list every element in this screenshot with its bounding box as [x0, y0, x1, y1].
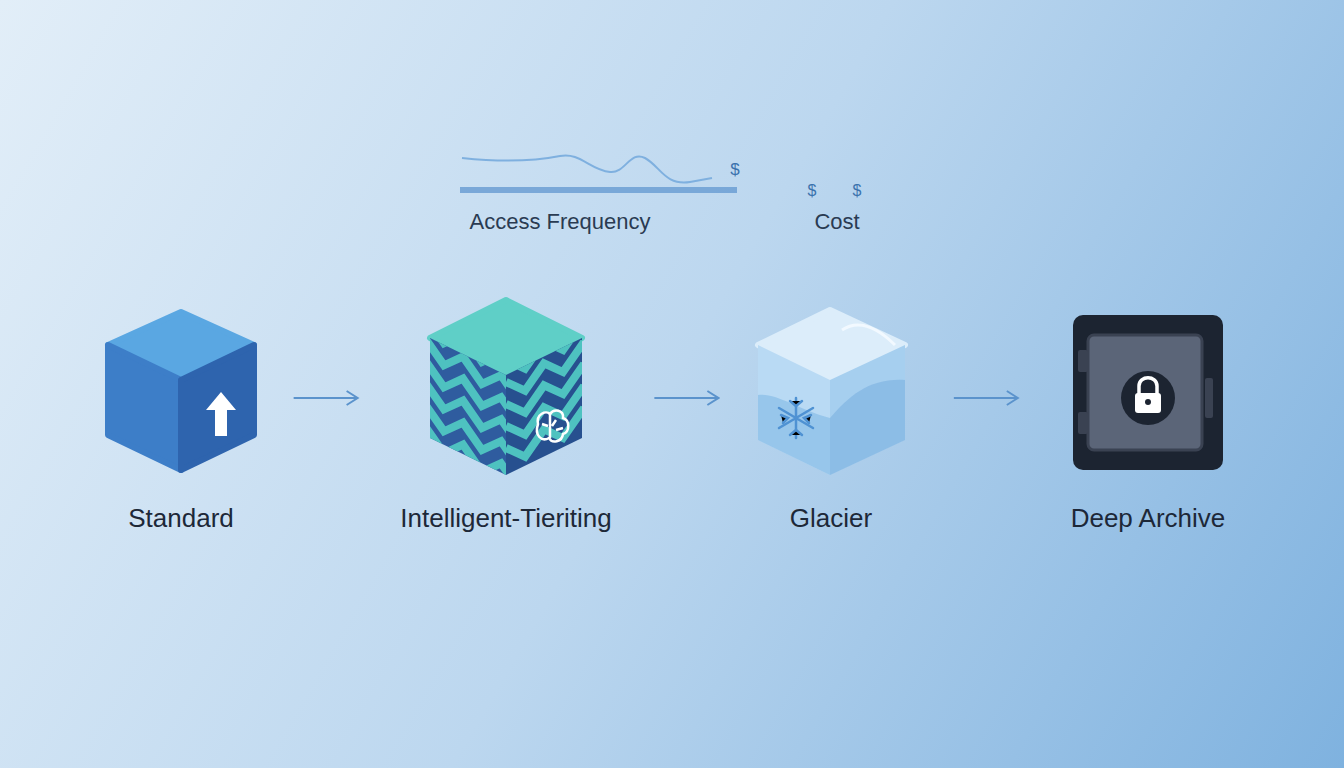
flow-arrow	[654, 397, 718, 399]
axis-label: Access Frequency	[470, 209, 651, 235]
axis-label: Cost	[814, 209, 859, 235]
stripe	[506, 279, 601, 325]
stripe	[506, 345, 601, 391]
dollar-sign: $	[853, 181, 862, 200]
stripe	[425, 404, 520, 469]
flow-arrow	[954, 397, 1018, 399]
standard-cube	[108, 312, 254, 470]
brain-symbol	[537, 411, 568, 442]
stripe	[425, 426, 520, 491]
access-chart	[460, 155, 737, 193]
dollar-sign: $	[808, 181, 817, 200]
snowflake-symbol	[779, 398, 813, 438]
intelligent-cube	[425, 279, 601, 513]
stripe	[506, 411, 601, 457]
intelligent-tier: Intelligent-Tieriting	[395, 300, 616, 534]
archive-tier: Deep Archive	[1066, 315, 1231, 534]
glacier-tier: Glacier	[756, 310, 906, 534]
stripe	[506, 367, 601, 413]
standard-tier: Standard	[106, 312, 256, 534]
tier-label: Glacier	[790, 503, 872, 534]
stripe	[506, 301, 601, 347]
glacier-cube	[758, 310, 905, 475]
tier-label: Deep Archive	[1071, 503, 1226, 534]
flow-arrow	[294, 397, 358, 399]
safe-vault	[1073, 315, 1223, 470]
tier-label: Intelligent-Tieriting	[400, 503, 611, 534]
tier-label: Standard	[128, 503, 234, 534]
stripe	[425, 448, 520, 513]
dollar-sign: $	[730, 160, 739, 180]
stripe	[506, 323, 601, 369]
